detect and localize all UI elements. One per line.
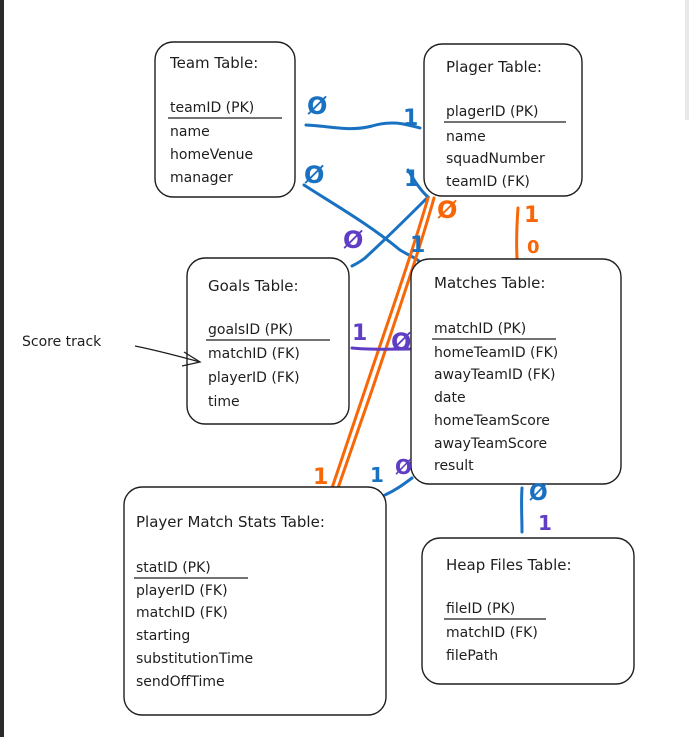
player-goals-link <box>350 168 431 268</box>
card-zero-player-stats: Ø <box>437 196 457 224</box>
score-track-arrowhead <box>181 351 202 367</box>
matches-field: awayTeamID (FK) <box>434 367 555 383</box>
team-field: manager <box>170 170 233 186</box>
matches-field: date <box>434 390 466 406</box>
matches-table[interactable]: Matches Table: matchID (PK) homeTeamID (… <box>410 258 622 485</box>
card-zero-goals: Ø <box>343 226 363 254</box>
score-track-arrow <box>134 345 201 363</box>
card-zero-goals-matches: Ø <box>391 328 411 356</box>
stats-field: matchID (FK) <box>136 605 228 621</box>
player-table[interactable]: Plager Table: plagerID (PK) name squadNu… <box>423 43 583 197</box>
goals-field: time <box>208 394 240 410</box>
matches-field: awayTeamScore <box>434 436 547 452</box>
card-one-heap: 1 <box>538 511 552 535</box>
card-one-player-fk: 1 <box>404 167 419 192</box>
matches-pk: matchID (PK) <box>434 321 526 337</box>
heap-table-title: Heap Files Table: <box>446 556 572 574</box>
card-one-goals-matches: 1 <box>352 321 367 346</box>
card-zero-team-matches: Ø <box>304 161 324 189</box>
left-scrollbar[interactable] <box>0 0 4 737</box>
team-field: name <box>170 124 210 140</box>
stats-matches-link <box>383 476 414 497</box>
card-one-matches: 1 <box>410 233 425 258</box>
player-stats-link <box>330 196 430 490</box>
right-panel-edge <box>685 0 689 120</box>
card-one-player: 1 <box>403 106 418 131</box>
player-stats-link-2 <box>336 196 436 490</box>
goals-field: matchID (FK) <box>208 346 300 362</box>
goals-table-title: Goals Table: <box>208 277 299 295</box>
heap-field: matchID (FK) <box>446 625 538 641</box>
goals-table[interactable]: Goals Table: goalsID (PK) matchID (FK) p… <box>186 257 350 425</box>
heap-pk: fileID (PK) <box>446 601 515 617</box>
team-pk: teamID (PK) <box>170 100 254 116</box>
stats-field: substitutionTime <box>136 651 253 667</box>
team-table[interactable]: Team Table: teamID (PK) name homeVenue m… <box>154 41 296 198</box>
card-one-stats-player: 1 <box>313 465 328 490</box>
player-field: teamID (FK) <box>446 174 530 190</box>
goals-matches-link <box>350 346 412 351</box>
stats-pk: statID (PK) <box>136 560 211 576</box>
goals-pk: goalsID (PK) <box>208 322 293 338</box>
stats-field: playerID (FK) <box>136 583 228 599</box>
card-zero-team-player: Ø <box>307 92 327 120</box>
player-matches-link <box>515 206 520 260</box>
stats-table-title: Player Match Stats Table: <box>136 513 325 531</box>
stats-field: starting <box>136 628 190 644</box>
heap-field: filePath <box>446 648 498 664</box>
player-field: name <box>446 129 486 145</box>
team-field: homeVenue <box>170 147 253 163</box>
stats-field: sendOffTime <box>136 674 225 690</box>
matches-field: result <box>434 458 474 474</box>
matches-field: homeTeamScore <box>434 413 550 429</box>
goals-field: playerID (FK) <box>208 370 300 386</box>
card-one-player-matches: 1 <box>524 203 539 228</box>
card-zero-alt-matches: 0 <box>527 237 540 258</box>
card-one-stats-matches: 1 <box>370 463 384 487</box>
matches-field: homeTeamID (FK) <box>434 345 558 361</box>
card-zero-stats-matches: Ø <box>395 455 412 479</box>
team-table-title: Team Table: <box>169 54 258 72</box>
team-player-link <box>304 121 422 131</box>
player-match-stats-table[interactable]: Player Match Stats Table: statID (PK) pl… <box>123 486 387 716</box>
player-pk: plagerID (PK) <box>446 104 539 120</box>
heap-files-table[interactable]: Heap Files Table: fileID (PK) matchID (F… <box>421 537 635 685</box>
score-track-label: Score track <box>22 334 102 350</box>
card-zero-heap: Ø <box>529 481 548 506</box>
player-field: squadNumber <box>446 151 545 167</box>
player-table-title: Plager Table: <box>446 58 542 76</box>
matches-table-title: Matches Table: <box>434 274 545 292</box>
